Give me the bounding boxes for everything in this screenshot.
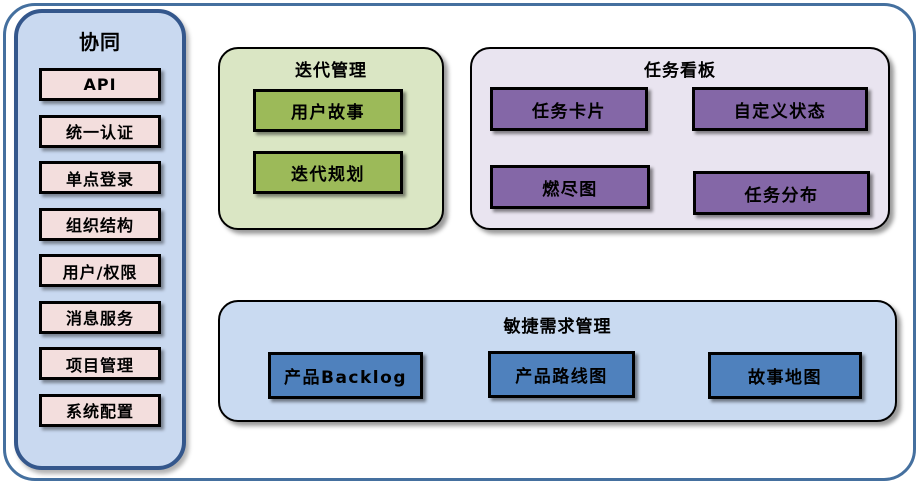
item-burndown-chart: 燃尽图 <box>490 165 650 209</box>
item-user-story: 用户故事 <box>253 89 403 132</box>
sidebar-item-project-management: 项目管理 <box>39 347 161 380</box>
sidebar-title: 协同 <box>79 30 121 54</box>
sidebar-item-sso: 单点登录 <box>39 161 161 194</box>
sidebar-item-list: API 统一认证 单点登录 组织结构 用户/权限 消息服务 项目管理 系统配置 <box>18 68 182 427</box>
sidebar-collaboration-panel: 协同 API 统一认证 单点登录 组织结构 用户/权限 消息服务 项目管理 系统… <box>14 9 186 470</box>
sidebar-item-system-config: 系统配置 <box>39 393 161 427</box>
item-product-roadmap: 产品路线图 <box>488 351 635 398</box>
task-board-group: 任务看板 任务卡片 自定义状态 燃尽图 任务分布 <box>470 47 890 230</box>
item-story-map: 故事地图 <box>708 352 862 399</box>
item-task-card: 任务卡片 <box>490 87 648 131</box>
item-iteration-planning: 迭代规划 <box>253 151 403 194</box>
iteration-group-title: 迭代管理 <box>295 61 367 81</box>
sidebar-item-api: API <box>39 68 161 101</box>
item-custom-status: 自定义状态 <box>692 87 868 131</box>
sidebar-item-user-permissions: 用户/权限 <box>39 254 161 287</box>
task-board-group-title: 任务看板 <box>644 61 716 81</box>
iteration-management-group: 迭代管理 用户故事 迭代规划 <box>218 47 444 230</box>
agile-requirements-group: 敏捷需求管理 产品Backlog 产品路线图 故事地图 <box>218 300 897 422</box>
agile-requirements-group-title: 敏捷需求管理 <box>503 317 612 337</box>
sidebar-item-unified-auth: 统一认证 <box>39 114 161 148</box>
item-task-distribution: 任务分布 <box>693 171 870 215</box>
sidebar-item-org-structure: 组织结构 <box>39 207 161 241</box>
item-product-backlog: 产品Backlog <box>268 352 423 399</box>
sidebar-item-message-service: 消息服务 <box>39 300 161 334</box>
